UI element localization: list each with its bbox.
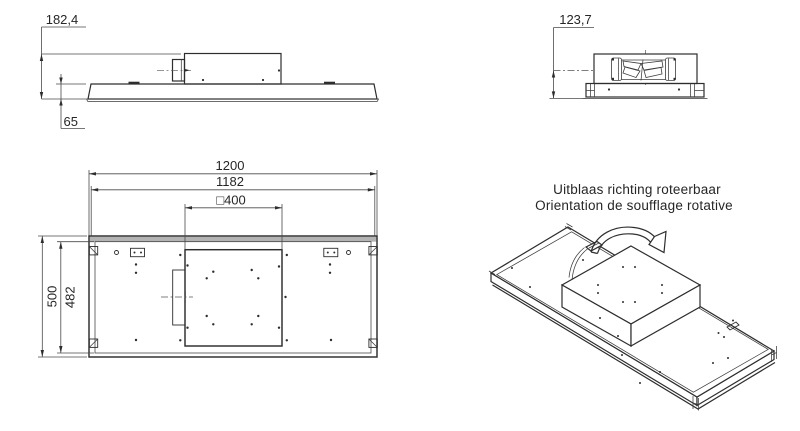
panel-end-outline	[585, 82, 705, 98]
fan-bracket-left	[611, 57, 622, 81]
panel-plan-inner	[94, 241, 372, 354]
panel-side-outline	[87, 83, 378, 100]
motor-box-holes	[179, 253, 288, 342]
panel-tab	[128, 81, 140, 85]
dim-mounting-width: 1182	[90, 174, 376, 236]
annotation-line1: Uitblaas richting roteerbaar	[553, 182, 721, 197]
panel-holes	[134, 263, 333, 342]
side-view: 182,4 65	[39, 12, 380, 129]
dim-label-mounting-width: 1182	[216, 174, 244, 189]
dim-label-motor-box-square: □400	[216, 193, 246, 208]
dim-overall-width: 1200	[88, 158, 378, 236]
dim-motor-box-square: □400	[184, 193, 283, 250]
dim-label-overall-width: 1200	[216, 158, 245, 173]
dim-label-outlet-center-height: 123,7	[559, 12, 592, 27]
panel-iso-holes	[511, 259, 729, 384]
dim-overall-height: 182,4	[39, 12, 181, 100]
rotation-arrow-icon	[590, 226, 667, 255]
fan-bracket-right	[665, 57, 676, 81]
panel-iso-inner-edge	[496, 231, 769, 393]
panel-iso-slot	[717, 319, 740, 338]
motor-box-iso-right	[630, 283, 701, 348]
panel-tab	[324, 81, 335, 85]
corner-brackets	[88, 246, 378, 348]
panel-side-lip	[85, 98, 380, 102]
corner-clip	[692, 396, 699, 411]
duct-connector-plan	[172, 269, 186, 326]
dim-label-mounting-depth: 482	[63, 286, 78, 308]
fan-impeller	[621, 59, 666, 81]
plan-view: 1200 1182 □400 500	[38, 158, 378, 358]
dim-label-panel-height: 65	[64, 114, 78, 129]
duct-rotation-ghost	[571, 248, 589, 281]
corner-clip	[771, 346, 777, 362]
corner-clip	[488, 223, 573, 275]
mounting-slot	[323, 247, 339, 258]
dim-label-overall-height: 182,4	[46, 12, 79, 27]
iso-view: Uitblaas richting roteerbaar Orientation…	[488, 182, 777, 411]
annotation-line2: Orientation de soufflage rotative	[535, 198, 733, 213]
dim-mounting-depth: 482	[57, 241, 94, 354]
motor-box-plan	[184, 248, 283, 347]
dim-outlet-center-height: 123,7	[549, 12, 594, 99]
end-view: 123,7	[549, 12, 708, 99]
dim-overall-depth: 500	[38, 235, 87, 358]
motor-box-side	[183, 52, 282, 85]
panel-front-edge	[89, 236, 377, 242]
motor-box-screws	[201, 69, 281, 82]
dim-label-overall-depth: 500	[45, 286, 60, 308]
panel-plan-outline	[88, 235, 378, 358]
dim-panel-height: 65	[56, 74, 86, 129]
mounting-slot	[130, 247, 145, 258]
motor-box-iso-holes	[597, 266, 663, 337]
